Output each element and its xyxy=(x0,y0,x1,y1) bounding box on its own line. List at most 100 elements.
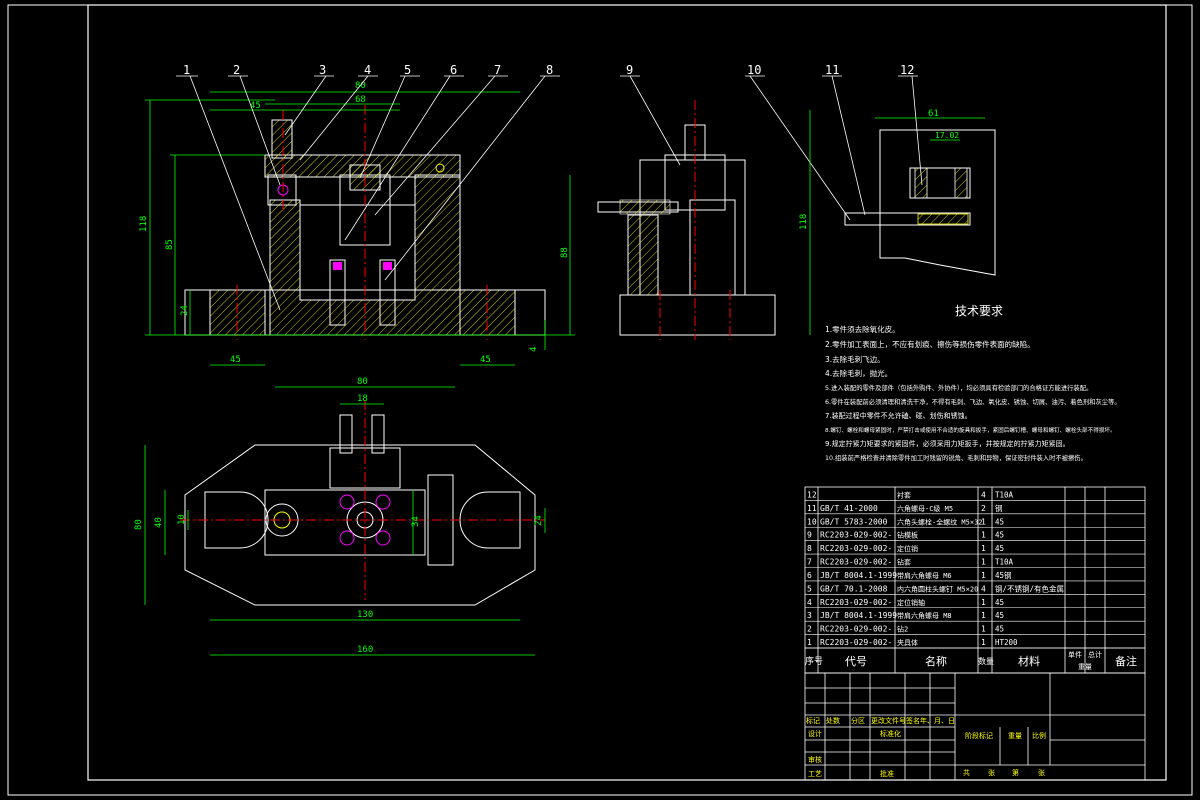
bom-cell-name: 带肩六角螺母 M6 xyxy=(897,571,952,580)
bom-cell-no: 3 xyxy=(807,611,812,620)
dim-front-45-top: 45 xyxy=(250,101,261,111)
dim-front-80: 80 xyxy=(355,81,366,91)
bom-cell-no: 11 xyxy=(807,504,817,513)
balloon-9: 9 xyxy=(626,63,633,77)
bom-cell-material: 45 xyxy=(995,544,1004,553)
bom-cell-code: GB/T 5783-2000 xyxy=(820,517,888,526)
bom-header-weight: 重量 xyxy=(1078,663,1092,671)
balloon-12: 12 xyxy=(900,63,914,77)
bom-cell-qty: 4 xyxy=(981,584,986,593)
tb-design: 设计 xyxy=(808,729,822,738)
balloon-3: 3 xyxy=(319,63,326,77)
note-4: 4.去除毛刺，抛光。 xyxy=(825,368,892,378)
bom-cell-qty: 1 xyxy=(981,517,986,526)
bom-cell-qty: 1 xyxy=(981,571,986,580)
tb-change-doc: 更改文件号 xyxy=(871,716,906,725)
bom-cell-no: 10 xyxy=(807,517,817,526)
bom-cell-code: RC2203-029-002- xyxy=(820,638,892,647)
bom-cell-name: 内六角圆柱头螺钉 M5×20 xyxy=(897,584,978,593)
dim-detail-17: 17.02 xyxy=(935,131,959,140)
tb-sheet-1: 共 xyxy=(963,768,970,777)
dim-side-118: 118 xyxy=(799,214,809,230)
note-9: 9.规定拧紧力矩要求的紧固件，必须采用力矩扳手，并按规定的拧紧力矩紧固。 xyxy=(825,439,1070,448)
bom-cell-name: 定位销轴 xyxy=(897,598,925,607)
dim-front-118: 118 xyxy=(139,216,149,232)
bom-cell-code: JB/T 8004.1-1999 xyxy=(820,571,897,580)
tb-zone: 分区 xyxy=(851,716,865,725)
bom-cell-qty: 1 xyxy=(981,638,986,647)
bom-cell-name: 六角螺母-C级 M5 xyxy=(897,504,953,513)
dim-front-85: 85 xyxy=(165,239,175,250)
bom-cell-code: RC2203-029-002- xyxy=(820,598,892,607)
tb-mark: 标记 xyxy=(806,716,820,725)
dim-top-34: 34 xyxy=(411,516,421,527)
note-1: 1.零件须去除氧化皮。 xyxy=(825,324,900,334)
bom-cell-name: 钻模板 xyxy=(897,531,918,540)
bom-cell-material: 45 xyxy=(995,531,1004,540)
balloon-10: 10 xyxy=(747,63,761,77)
balloon-2: 2 xyxy=(233,63,240,77)
bom-cell-material: 钢 xyxy=(995,503,1003,513)
title-block xyxy=(804,672,1146,781)
tb-sign: 签名 xyxy=(906,716,920,725)
bom-cell-qty: 1 xyxy=(981,598,986,607)
side-view: 118 xyxy=(597,100,811,340)
tb-sheet-4: 张 xyxy=(1038,768,1045,777)
dim-front-24: 24 xyxy=(180,305,190,316)
dim-front-45-right: 45 xyxy=(480,355,491,365)
dim-top-40: 40 xyxy=(154,517,164,528)
bom-cell-code: RC2203-029-002- xyxy=(820,558,892,567)
note-6: 6.零件在装配前必须清理和清洗干净，不得有毛刺、飞边、氧化皮、锈蚀、切屑、油污、… xyxy=(825,397,1121,406)
front-view: 80 45 68 118 85 24 88 45 45 4 xyxy=(139,81,575,366)
balloon-leaders xyxy=(176,75,923,311)
tb-weight: 重量 xyxy=(1008,732,1022,740)
tb-review: 审核 xyxy=(808,755,822,764)
balloon-11: 11 xyxy=(825,63,839,77)
tb-sheet-3: 第 xyxy=(1012,768,1019,777)
bom-header-single: 单件 xyxy=(1068,650,1082,659)
bom-cell-code: GB/T 70.1-2008 xyxy=(820,584,888,593)
note-8: 8.螺钉、螺栓和螺母紧固时，严禁打击或使用不合适的旋具和扳手，紧固后螺钉槽、螺母… xyxy=(825,426,1116,434)
bom-cell-no: 9 xyxy=(807,531,812,540)
balloon-6: 6 xyxy=(450,63,457,77)
dim-top-130: 130 xyxy=(357,610,373,620)
note-2: 2.零件加工表面上，不应有划痕、擦伤等损伤零件表面的缺陷。 xyxy=(825,339,1035,349)
note-10: 10.组装前严格检查并清除零件加工时残留的锐角、毛刺和异物，保证密封件装入时不被… xyxy=(825,453,1087,462)
bom-cell-material: T10A xyxy=(995,558,1014,567)
bom-cell-material: 45 xyxy=(995,517,1004,526)
bom-cell-code: RC2203-029-002- xyxy=(820,531,892,540)
tb-standard: 标准化 xyxy=(880,729,901,738)
bom-header-qty: 数量 xyxy=(978,656,994,666)
bom-cell-no: 12 xyxy=(807,490,817,499)
bom-cell-name: 六角头螺栓-全螺纹 M5×32 xyxy=(897,517,983,526)
bom-cell-code: RC2203-029-002- xyxy=(820,625,892,634)
tb-count: 处数 xyxy=(826,716,840,725)
bom-cell-qty: 1 xyxy=(981,625,986,634)
note-5: 5.进入装配的零件及部件（包括外购件、外协件），均必须具有检验部门的合格证方能进… xyxy=(825,383,1092,392)
bom-cell-no: 2 xyxy=(807,625,812,634)
bom-cell-qty: 1 xyxy=(981,531,986,540)
tb-stage: 阶段标记 xyxy=(965,731,993,740)
note-3: 3.去除毛刺飞边。 xyxy=(825,354,885,364)
bom-cell-no: 6 xyxy=(807,571,812,580)
bom-cell-name: 钻套 xyxy=(897,558,911,567)
balloon-5: 5 xyxy=(404,63,411,77)
bom-cell-qty: 4 xyxy=(981,490,986,499)
bom-cell-material: 45钢 xyxy=(995,570,1012,580)
balloon-1: 1 xyxy=(183,63,190,77)
bom-cell-qty: 1 xyxy=(981,544,986,553)
dim-front-88: 88 xyxy=(560,247,570,258)
inner-frame xyxy=(87,4,1167,781)
bom-cell-no: 4 xyxy=(807,598,812,607)
bom-header-remark: 备注 xyxy=(1115,654,1137,668)
bom-cell-no: 1 xyxy=(807,638,812,647)
bom-header-code: 代号 xyxy=(845,655,867,668)
dim-top-18: 18 xyxy=(357,394,368,404)
title-block-labels: 标记 处数 分区 更改文件号 签名 年、月、日 设计 标准化 审核 工艺 批准 … xyxy=(806,716,1046,778)
detail-view: 61 17.02 xyxy=(844,109,996,276)
bom-header-name: 名称 xyxy=(925,654,947,668)
bom-cell-code: JB/T 8004.1-1999 xyxy=(820,611,897,620)
dim-top-160: 160 xyxy=(357,645,373,655)
bom-header-no: 序号 xyxy=(805,655,823,667)
